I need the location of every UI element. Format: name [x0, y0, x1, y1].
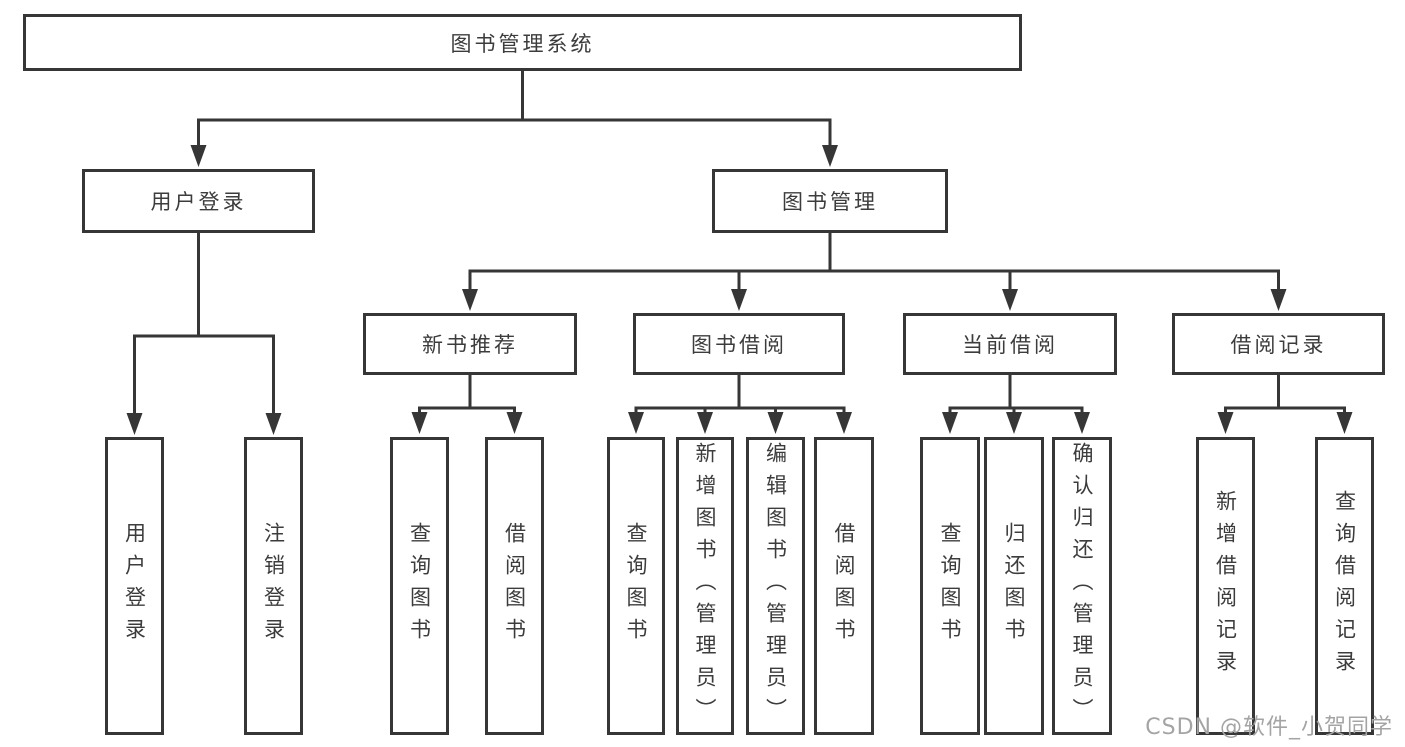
leaf-query-books-current: 查询图书: [920, 437, 980, 735]
leaf-edit-book-admin: 编辑图书（管理员）: [746, 437, 805, 735]
node-new-book-recommend: 新书推荐: [363, 313, 577, 375]
leaf-confirm-return-admin: 确认归还（管理员）: [1052, 437, 1112, 735]
node-book-management: 图书管理: [712, 169, 948, 233]
node-system-root: 图书管理系统: [23, 14, 1022, 71]
leaf-user-login: 用户登录: [105, 437, 164, 735]
leaf-borrow-books-recommend: 借阅图书: [485, 437, 544, 735]
leaf-logout: 注销登录: [244, 437, 303, 735]
leaf-return-books: 归还图书: [984, 437, 1044, 735]
connector-root-to-level2: [190, 71, 838, 167]
node-book-borrow: 图书借阅: [633, 313, 845, 375]
connector-borrow-records-to-leaves: [1217, 375, 1353, 434]
leaf-query-books-borrow: 查询图书: [607, 437, 665, 735]
leaf-add-book-admin: 新增图书（管理员）: [676, 437, 734, 735]
connector-user-login-to-leaves: [126, 233, 282, 435]
leaf-query-books-recommend: 查询图书: [390, 437, 449, 735]
node-current-borrow: 当前借阅: [903, 313, 1117, 375]
connector-current-borrow-to-leaves: [942, 375, 1090, 434]
node-user-login: 用户登录: [82, 169, 315, 233]
leaf-borrow-books: 借阅图书: [814, 437, 874, 735]
connector-book-management-to-level3: [462, 233, 1287, 311]
node-borrow-records: 借阅记录: [1172, 313, 1385, 375]
watermark: CSDN @软件_小贺同学: [1145, 715, 1393, 740]
connector-book-borrow-to-leaves: [628, 375, 852, 434]
leaf-query-borrow-record: 查询借阅记录: [1315, 437, 1374, 735]
leaf-add-borrow-record: 新增借阅记录: [1196, 437, 1255, 735]
connector-new-book-recommend-to-leaves: [411, 375, 523, 434]
